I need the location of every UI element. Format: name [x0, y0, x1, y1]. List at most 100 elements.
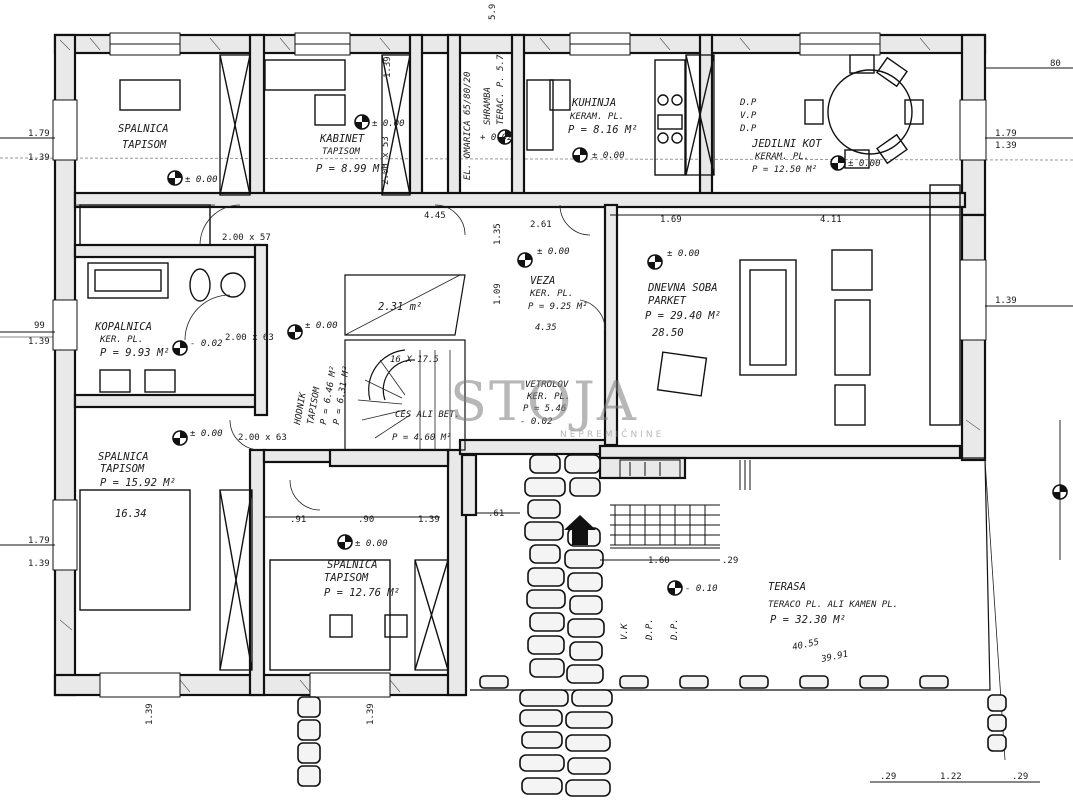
level-label: - 0.10: [685, 584, 718, 594]
dim-interior: 1.09: [493, 283, 503, 305]
room-name-kopalnica: KOPALNICA: [94, 321, 152, 333]
room-name-kuhinja: KUHINJA: [571, 97, 616, 109]
room-floor-spalnica-left: TAPISOM: [100, 463, 145, 475]
dim-interior: 1.35: [493, 223, 503, 245]
dim-interior: .90: [358, 515, 374, 525]
room-floor-jedilni-kot: KERAM. PL.: [754, 152, 809, 162]
furniture: [75, 54, 961, 671]
room-name-spalnica-mid: SPALNICA: [327, 559, 378, 571]
room-name-shramba: SHRAMBA: [483, 87, 493, 125]
room-area-kopalnica: P = 9.93 M²: [100, 347, 170, 359]
level-marker: [172, 340, 188, 356]
room-area-terasa: P = 32.30 M²: [770, 614, 846, 626]
level-marker: [497, 129, 513, 145]
scan-line: [0, 157, 1073, 161]
room-floor-terasa: TERACO PL. ALI KAMEN PL.: [768, 600, 898, 610]
room-area-spalnica-mid: P = 12.76 M²: [324, 587, 400, 599]
el-omarica-label: EL. OMARICA 65/80/20: [463, 72, 473, 180]
level-label: ± 0.00: [185, 175, 218, 185]
dim-left: 1.79: [28, 129, 50, 139]
dim-top: 5.9: [488, 4, 498, 20]
room-area-kabinet: P = 8.99 M²: [316, 163, 386, 175]
level-labels: ± 0.00 ± 0.00 + 0.02 ± 0.00 ± 0.00 ± 0.0…: [185, 119, 881, 594]
level-marker: [517, 252, 533, 268]
dim-left: 1.39: [28, 153, 50, 163]
room-floor-spalnica-mid: TAPISOM: [324, 572, 369, 584]
room-name-kabinet: KABINET: [319, 133, 365, 145]
room-area-dnevna: P = 29.40 M²: [645, 310, 721, 322]
dim-interior: .91: [290, 515, 306, 525]
room-area-spalnica-left: P = 15.92 M²: [100, 477, 176, 489]
entry-arrow-icon: [564, 515, 596, 545]
watermark-logo-text: STOJA: [450, 370, 638, 433]
level-marker: [167, 170, 183, 186]
room-floor-kabinet: TAPISOM: [322, 147, 361, 157]
level-marker: [354, 114, 370, 130]
vk-label: V.K: [620, 623, 630, 640]
room-floor-kopalnica: KER. PL.: [99, 335, 143, 345]
dim-left: 99: [34, 321, 45, 331]
room-floor-dnevna: PARKET: [648, 295, 687, 307]
dim-top: 1.39: [383, 56, 393, 78]
room-floor-vetrolov: KER. PL.: [526, 392, 570, 402]
room-area-kuhinja: P = 8.16 M²: [568, 124, 638, 136]
dim-interior: 2.00 x 63: [225, 333, 274, 343]
dim-interior: 1.39: [418, 515, 440, 525]
level-label: ± 0.00: [305, 321, 338, 331]
dimension-lines: [0, 67, 1073, 783]
dim-bottom: .29: [880, 772, 896, 782]
dp-label-4: D.P.: [670, 618, 680, 641]
staircase: [344, 274, 466, 451]
level-label: ± 0.00: [355, 539, 388, 549]
dim-interior: .61: [488, 509, 504, 519]
level-marker: [172, 430, 188, 446]
stair-area-top: 2.31 m²: [378, 301, 422, 313]
level-label: - 0.02: [190, 339, 223, 349]
dim-left: 1.39: [28, 337, 50, 347]
stair-finish: CES ALI BET.: [395, 410, 460, 420]
room-area-veza-2: 4.35: [535, 323, 557, 333]
outer-walls: [53, 33, 987, 697]
room-name-veza: VEZA: [530, 275, 555, 287]
dim-interior: 1.69: [660, 215, 682, 225]
level-label: ± 0.00: [848, 159, 881, 169]
dim-right: 1.79: [995, 129, 1017, 139]
room-floor-kuhinja: KERAM. PL.: [569, 112, 624, 122]
dim-bottom: 1.39: [145, 703, 155, 725]
level-marker: [337, 534, 353, 550]
dim-right: 80: [1050, 59, 1061, 69]
dim-interior: 2.61: [530, 220, 552, 230]
room-name-vetrolov: VETROLOV: [525, 380, 569, 390]
dim-bottom: .29: [1012, 772, 1028, 782]
room-area-vetrolov: P = 5.46: [523, 404, 566, 414]
dim-interior: 1.60: [648, 556, 670, 566]
watermark-subtitle: NEPREMIČNINE: [560, 428, 664, 440]
level-marker: [647, 254, 663, 270]
dim-right: 1.39: [995, 141, 1017, 151]
room-floor-spalnica-top: TAPISOM: [122, 139, 167, 151]
watermark: STOJA NEPREMIČNINE: [450, 370, 664, 440]
stone-path: [297, 454, 1007, 797]
room-area-terasa-3: 39.91: [820, 650, 850, 666]
dim-interior: 4.11: [820, 215, 842, 225]
room-name-dnevna: DNEVNA SOBA: [647, 282, 718, 294]
stair-steps: 16 X 17.5: [390, 355, 439, 365]
terrace-steps: [610, 459, 751, 546]
level-markers: [167, 114, 1068, 596]
room-area-spalnica-left-2: 16.34: [115, 508, 147, 520]
room-floor-shramba: TERAC. P. 5.7: [496, 54, 506, 125]
dp-label-3: D.P.: [645, 618, 655, 641]
level-label: ± 0.00: [537, 247, 570, 257]
room-area-veza: P = 9.25 M²: [528, 302, 588, 312]
room-name-terasa: TERASA: [768, 581, 806, 593]
level-label: ± 0.00: [372, 119, 405, 129]
level-marker: [287, 324, 303, 340]
dim-interior: 4.45: [424, 211, 446, 221]
level-label: ± 0.00: [667, 249, 700, 259]
room-name-spalnica-left: SPALNICA: [98, 451, 149, 463]
dim-interior: .29: [722, 556, 738, 566]
room-area-dnevna-2: 28.50: [652, 327, 684, 339]
dim-interior: 2.00 x 63: [238, 433, 287, 443]
room-floor-veza: KER. PL.: [529, 289, 573, 299]
